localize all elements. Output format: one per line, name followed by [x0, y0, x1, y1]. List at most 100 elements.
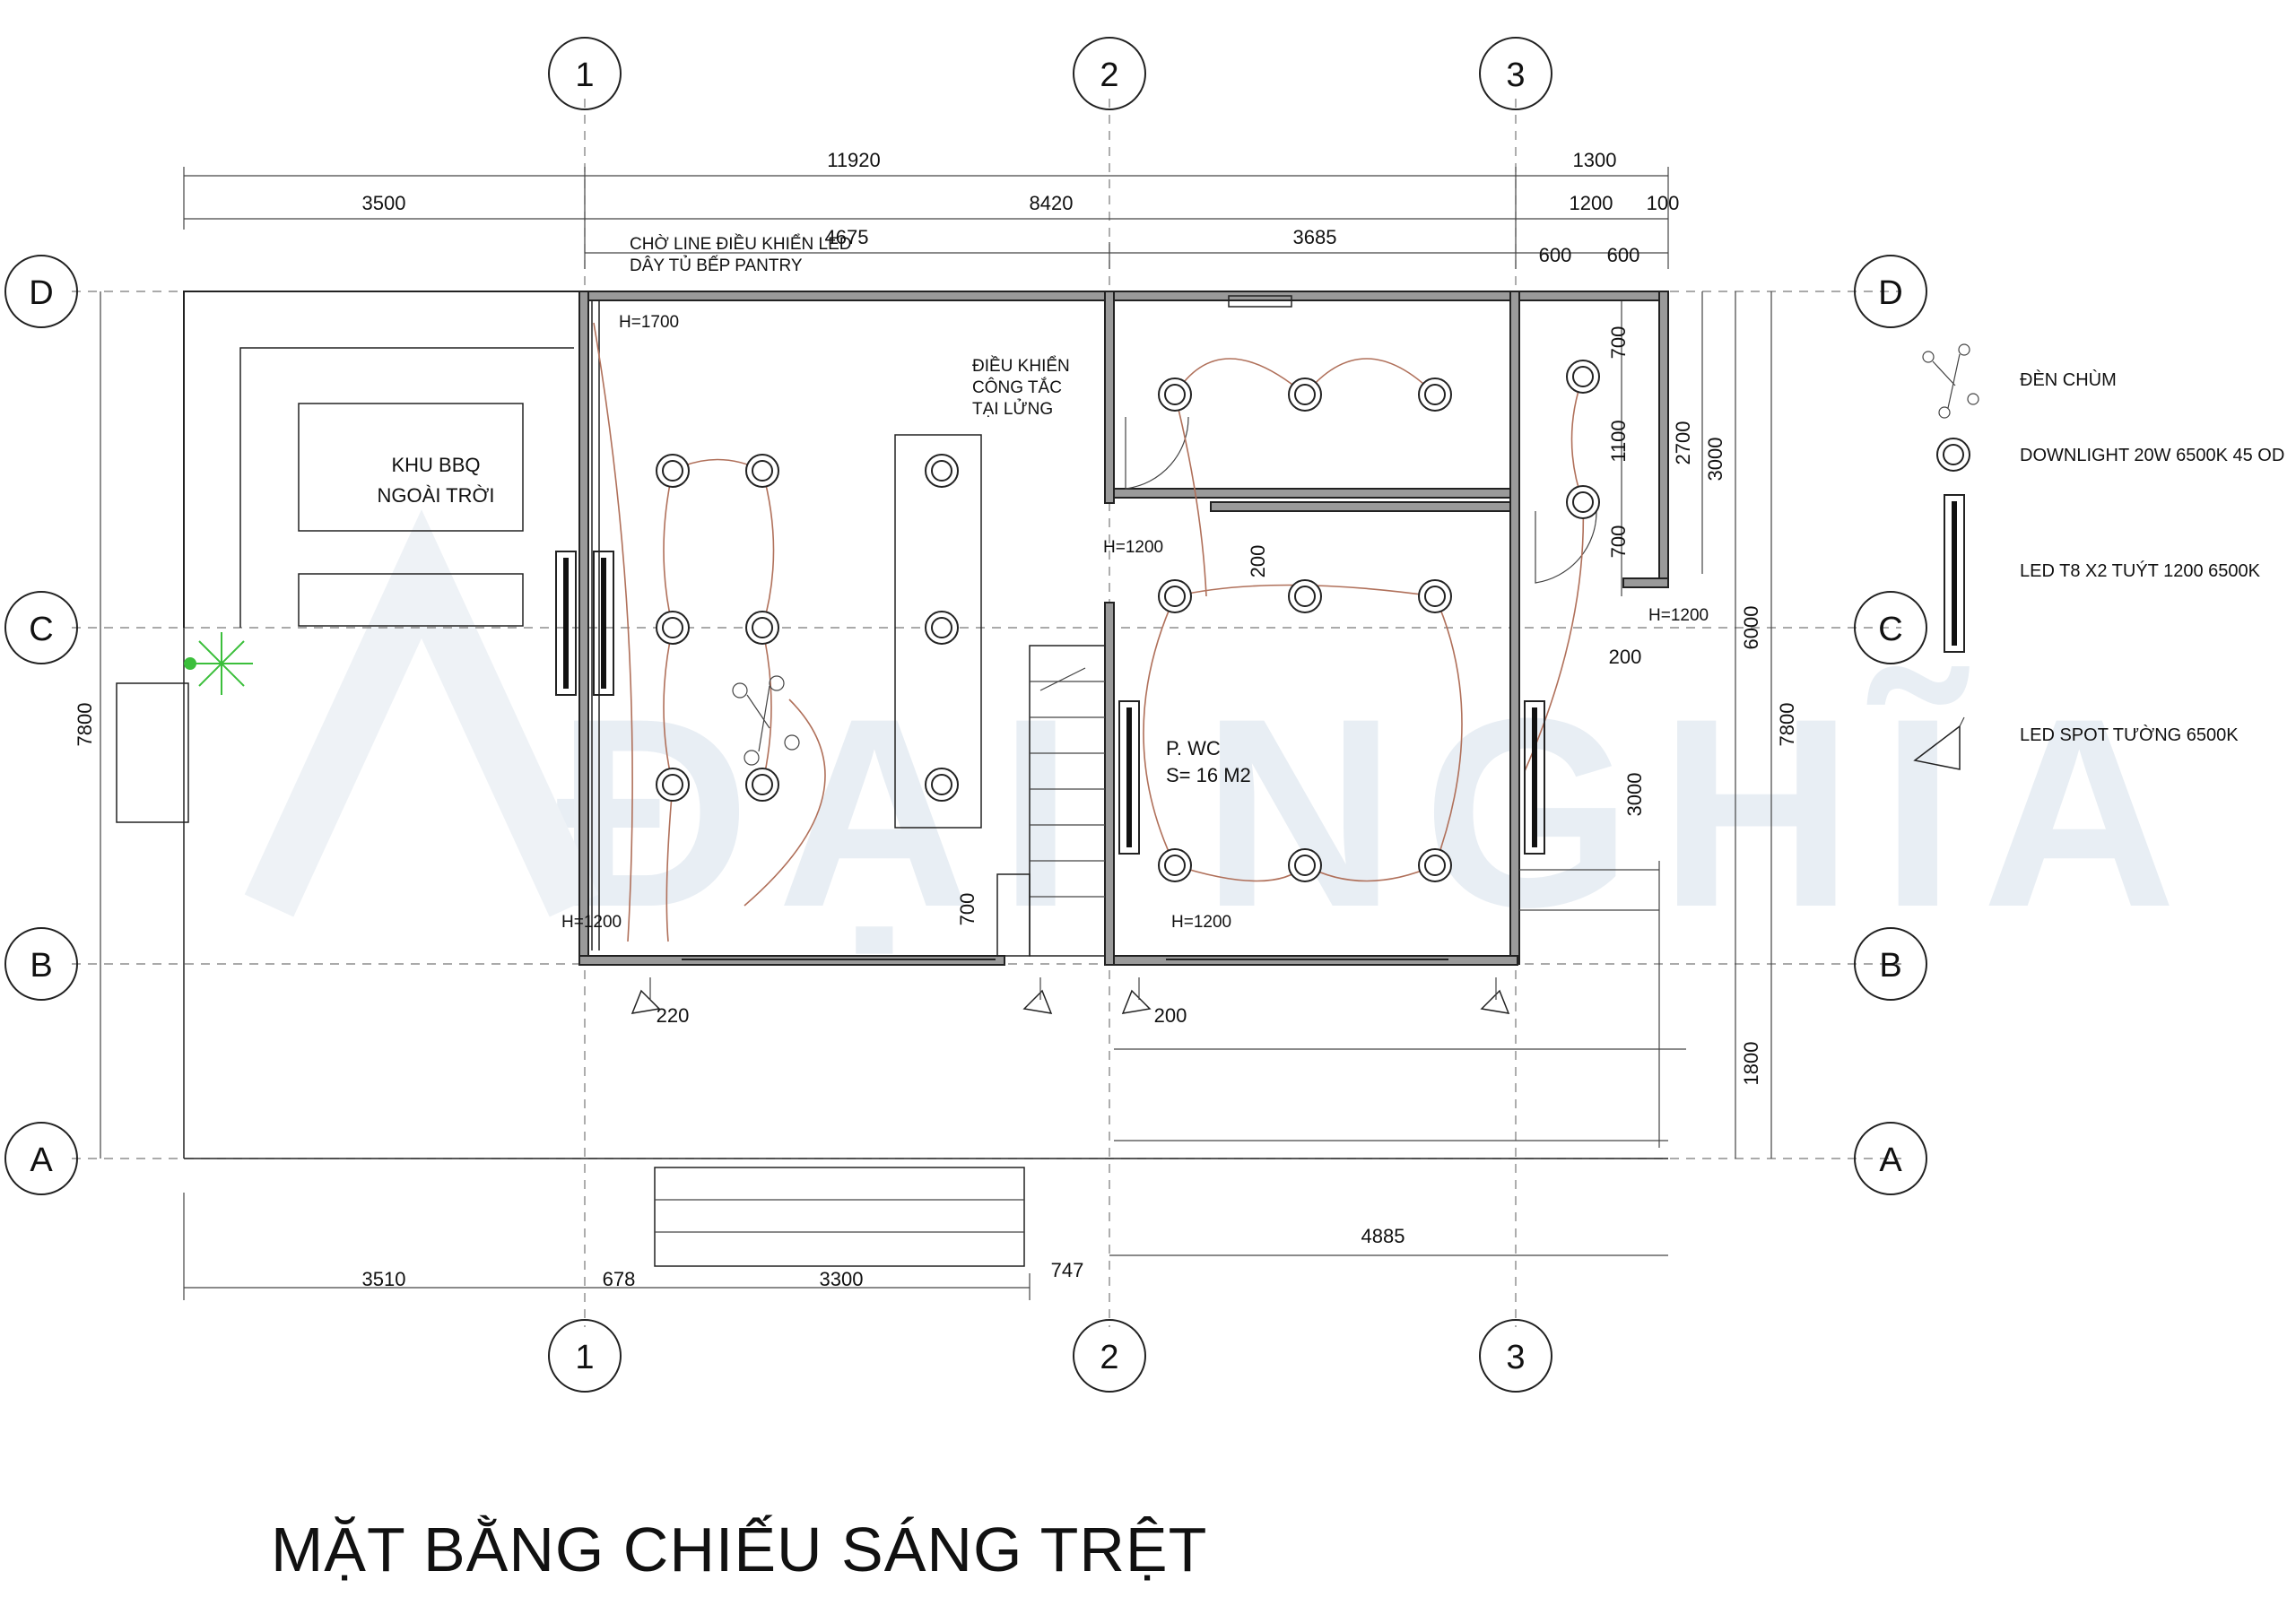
dim-bot-678: 678	[603, 1268, 636, 1290]
grid-bubble-2-top: 2	[1073, 37, 1146, 110]
downlight-icon	[1418, 579, 1452, 613]
dim-left-total: 7800	[74, 703, 96, 747]
wall-spots	[631, 977, 1510, 1014]
svg-text:3: 3	[1506, 56, 1525, 94]
downlight-icon	[1936, 438, 1970, 472]
led-tube-icon	[555, 551, 577, 696]
legend-label-chandelier: ĐÈN CHÙM	[2020, 369, 2117, 390]
wall-spot-icon	[631, 977, 661, 1014]
dim-700: 700	[956, 893, 978, 926]
dim-200a: 200	[1247, 545, 1269, 578]
note-line-2: DÂY TỦ BẾP PANTRY	[630, 256, 803, 275]
grid-bubble-d-left: D	[4, 255, 78, 328]
dim-bot-3300: 3300	[820, 1268, 864, 1290]
dim-top-left: 3500	[362, 192, 406, 214]
dim-top-sub-d: 600	[1607, 244, 1640, 266]
led-tubes	[555, 551, 1545, 855]
dim-right-3000b: 3000	[1623, 773, 1646, 817]
svg-text:3: 3	[1506, 1339, 1525, 1376]
dim-top-mid: 8420	[1030, 192, 1074, 214]
dim-top-total: 11920	[827, 149, 881, 171]
downlight-icon	[745, 454, 779, 488]
svg-text:D: D	[29, 274, 53, 312]
dim-right-2700: 2700	[1672, 421, 1694, 465]
note-ctrl-2: CÔNG TẮC	[972, 378, 1062, 397]
wc-label-1: P. WC	[1166, 737, 1221, 759]
grid-bubble-1-top: 1	[548, 37, 622, 110]
dim-top-right-a: 1200	[1570, 192, 1613, 214]
led-tube-icon	[1524, 700, 1545, 855]
dim-200b: 200	[1609, 646, 1642, 668]
dim-wc-700a: 700	[1607, 326, 1630, 360]
note-h1200-b: H=1200	[1648, 606, 1709, 625]
plant-icon	[184, 632, 253, 695]
note-h1200-d: H=1200	[1171, 913, 1231, 932]
watermark-text: ĐẠI NGHĨA	[556, 662, 2204, 963]
downlight-icon	[925, 768, 959, 802]
dim-wc-1100: 1100	[1607, 420, 1630, 462]
grid-bubble-a-left: A	[4, 1122, 78, 1195]
bbq-label-2: NGOÀI TRỜI	[378, 484, 495, 507]
downlights	[656, 360, 1600, 882]
wall-spot-icon	[1121, 977, 1152, 1014]
dim-bot-4885: 4885	[1361, 1225, 1405, 1247]
svg-text:1: 1	[575, 1339, 594, 1376]
downlight-icon	[1418, 848, 1452, 882]
grid-bubble-b-right: B	[1854, 927, 1927, 1001]
downlight-icon	[745, 611, 779, 645]
legend-label-wall-spot: LED SPOT TƯỜNG 6500K	[2020, 725, 2239, 745]
annotations: CHỜ LINE ĐIỀU KHIỂN LED DÂY TỦ BẾP PANTR…	[561, 234, 1709, 932]
svg-text:2: 2	[1100, 56, 1118, 94]
grid-bubble-d-right: D	[1854, 255, 1927, 328]
bbq-area: KHU BBQ NGOÀI TRỜI	[116, 291, 1668, 1159]
dim-top-right-b: 100	[1647, 192, 1680, 214]
dim-right-total: 7800	[1776, 703, 1798, 747]
downlight-icon	[656, 611, 690, 645]
downlight-icon	[656, 454, 690, 488]
grid-bubble-1-bottom: 1	[548, 1319, 622, 1393]
legend: ĐÈN CHÙM DOWNLIGHT 20W 6500K 45 OD LED T…	[1913, 343, 2284, 770]
downlight-icon	[1288, 579, 1322, 613]
dim-top-sub-c: 600	[1539, 244, 1572, 266]
downlight-icon	[1418, 378, 1452, 412]
dim-200c: 200	[1154, 1004, 1187, 1027]
downlight-icon	[1288, 378, 1322, 412]
note-h1700: H=1700	[619, 313, 679, 332]
led-tube-icon	[1118, 700, 1140, 855]
svg-text:C: C	[29, 611, 53, 648]
note-h1200-c: H=1200	[561, 913, 622, 932]
dim-right-6000: 6000	[1740, 606, 1762, 650]
wall-spot-icon	[1480, 977, 1510, 1014]
grid-bubble-2-bottom: 2	[1073, 1319, 1146, 1393]
led-tube-icon	[593, 551, 614, 696]
chandelier-icon	[1922, 343, 1979, 419]
downlight-icon	[1288, 848, 1322, 882]
wall-spot-icon	[1022, 977, 1053, 1014]
svg-text:B: B	[30, 947, 52, 985]
stair	[996, 645, 1106, 957]
grid-bubble-c-right: C	[1854, 591, 1927, 664]
svg-text:D: D	[1878, 274, 1902, 312]
downlight-icon	[745, 768, 779, 802]
dim-top-sub-a: 4675	[825, 226, 869, 248]
dim-220: 220	[657, 1004, 690, 1027]
note-ctrl-1: ĐIỀU KHIỂN	[972, 356, 1070, 376]
dimension-lines	[100, 167, 1772, 1300]
front-steps	[654, 1167, 1025, 1267]
dim-right-1800: 1800	[1740, 1042, 1762, 1086]
chandelier-icon	[732, 675, 800, 766]
svg-text:C: C	[1878, 611, 1902, 648]
legend-label-led-tube: LED T8 X2 TUÝT 1200 6500K	[2020, 560, 2261, 581]
glazing	[591, 300, 1597, 960]
note-line-1: CHỜ LINE ĐIỀU KHIỂN LED	[630, 234, 852, 254]
legend-label-downlight: DOWNLIGHT 20W 6500K 45 OD	[2020, 446, 2284, 465]
note-h1200-a: H=1200	[1103, 538, 1163, 557]
downlight-icon	[1566, 485, 1600, 519]
svg-text:1: 1	[575, 56, 594, 94]
downlight-icon	[1158, 378, 1192, 412]
wc-label-2: S= 16 M2	[1166, 764, 1251, 786]
grid-bubble-b-left: B	[4, 927, 78, 1001]
downlight-icon	[1566, 360, 1600, 394]
dim-bot-747: 747	[1051, 1259, 1084, 1281]
